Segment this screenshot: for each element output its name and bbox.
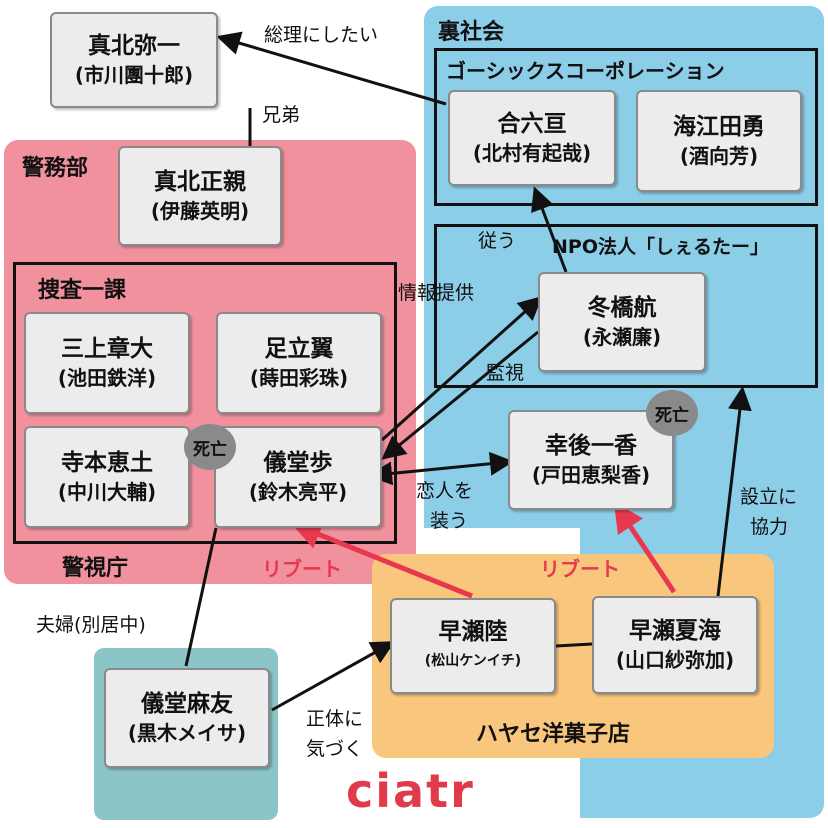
dead-badge-gido: 死亡 — [184, 424, 236, 470]
person-name: 早瀬陸 — [438, 619, 508, 645]
person-name: 儀堂歩 — [263, 450, 333, 476]
gothics-frame — [434, 48, 818, 206]
actor-name: (黒木メイサ) — [127, 721, 247, 745]
keishicho-label: 警視庁 — [62, 556, 129, 581]
sousa-ikka-label: 捜査一課 — [38, 278, 127, 303]
person-gido-ayumu[interactable]: 儀堂歩 (鈴木亮平) — [214, 426, 382, 528]
npo-label: NPO法人「しぇるたー」 — [552, 236, 769, 258]
person-name: 寺本恵土 — [61, 450, 153, 476]
person-name: 早瀬夏海 — [629, 618, 721, 644]
reboot-arrow-riku — [291, 520, 473, 599]
kyoudai-label: 兄弟 — [262, 104, 301, 126]
actor-name: (戸田恵梨香) — [531, 463, 651, 487]
person-name: 冬橋航 — [587, 295, 657, 321]
person-name: 真北弥一 — [88, 33, 180, 59]
shoutai-label-1: 正体に — [306, 708, 364, 730]
kanshi-arrow — [381, 330, 539, 460]
setsuritsu-arrow — [716, 386, 752, 597]
ura-shakai-label: 裏社会 — [438, 20, 505, 45]
shoutai-label-2: 気づく — [306, 738, 364, 760]
fuufu-label: 夫婦(別居中) — [36, 614, 146, 636]
person-hayase-riku[interactable]: 早瀬陸 (松山ケンイチ) — [390, 598, 556, 694]
dead-badge-kougo: 死亡 — [646, 390, 698, 436]
person-name: 合六亘 — [497, 111, 567, 137]
actor-name: (中川大輔) — [57, 480, 157, 504]
person-gido-mayu[interactable]: 儀堂麻友 (黒木メイサ) — [104, 668, 270, 768]
person-manakita-masachika[interactable]: 真北正親 (伊藤英明) — [118, 146, 282, 246]
kanshi-label: 監視 — [486, 362, 525, 384]
souri-label: 総理にしたい — [264, 24, 379, 46]
actor-name: (市川團十郎) — [74, 63, 194, 87]
koibito-arrow — [368, 451, 514, 486]
person-manakita-yaichi[interactable]: 真北弥一 (市川團十郎) — [50, 12, 218, 108]
actor-name: (永瀬廉) — [582, 325, 662, 349]
actor-name: (松山ケンイチ) — [424, 653, 522, 669]
shitagau-label: 従う — [478, 230, 517, 252]
person-name: 足立翼 — [264, 336, 334, 362]
shoutai-arrow — [271, 641, 396, 712]
actor-name: (池田鉄洋) — [57, 366, 157, 390]
hayase-link-line — [555, 642, 593, 648]
npo-frame — [434, 224, 818, 388]
person-hayase-natsumi[interactable]: 早瀬夏海 (山口紗弥加) — [592, 596, 758, 694]
souri-arrow — [216, 31, 447, 106]
actor-name: (酒向芳) — [679, 144, 759, 168]
person-adachi[interactable]: 足立翼 (蒔田彩珠) — [216, 312, 382, 414]
sousa-ikka-frame — [13, 262, 397, 544]
person-goroku[interactable]: 合六亘 (北村有起哉) — [448, 90, 616, 186]
person-mikami[interactable]: 三上章大 (池田鉄洋) — [24, 312, 190, 414]
person-name: 海江田勇 — [673, 114, 765, 140]
jouhou-label: 情報提供 — [398, 282, 475, 304]
actor-name: (北村有起哉) — [472, 141, 592, 165]
reboot-arrow-natsumi — [613, 501, 677, 594]
shitagau-arrow — [531, 186, 568, 273]
setsuritsu-label-1: 設立に — [740, 486, 798, 508]
person-kaieda[interactable]: 海江田勇 (酒向芳) — [636, 90, 802, 192]
person-name: 儀堂麻友 — [141, 691, 233, 717]
person-name: 真北正親 — [154, 169, 246, 195]
person-name: 三上章大 — [61, 336, 153, 362]
person-teramoto[interactable]: 寺本恵土 (中川大輔) — [24, 426, 190, 528]
person-name: 幸後一香 — [545, 433, 637, 459]
fuufu-line — [184, 527, 218, 667]
koibito-label-1: 恋人を — [416, 480, 474, 502]
reboot-label-right: リブート — [540, 557, 620, 581]
koibito-label-2: 装う — [430, 510, 469, 532]
hayase-label: ハヤセ洋菓子店 — [476, 722, 631, 747]
reboot-label-left: リブート — [262, 557, 342, 581]
person-kougo[interactable]: 幸後一香 (戸田恵梨香) — [508, 410, 674, 510]
jouhou-arrow — [380, 295, 543, 442]
actor-name: (伊藤英明) — [150, 199, 250, 223]
setsuritsu-label-2: 協力 — [750, 516, 789, 538]
keimubu-label: 警務部 — [22, 156, 89, 181]
actor-name: (蒔田彩珠) — [249, 366, 349, 390]
actor-name: (山口紗弥加) — [615, 648, 735, 672]
person-fuyuhashi[interactable]: 冬橋航 (永瀬廉) — [538, 272, 706, 372]
ciatr-logo: ciatr — [346, 764, 475, 818]
actor-name: (鈴木亮平) — [248, 480, 348, 504]
gothics-label: ゴーシックスコーポレーション — [446, 59, 725, 83]
